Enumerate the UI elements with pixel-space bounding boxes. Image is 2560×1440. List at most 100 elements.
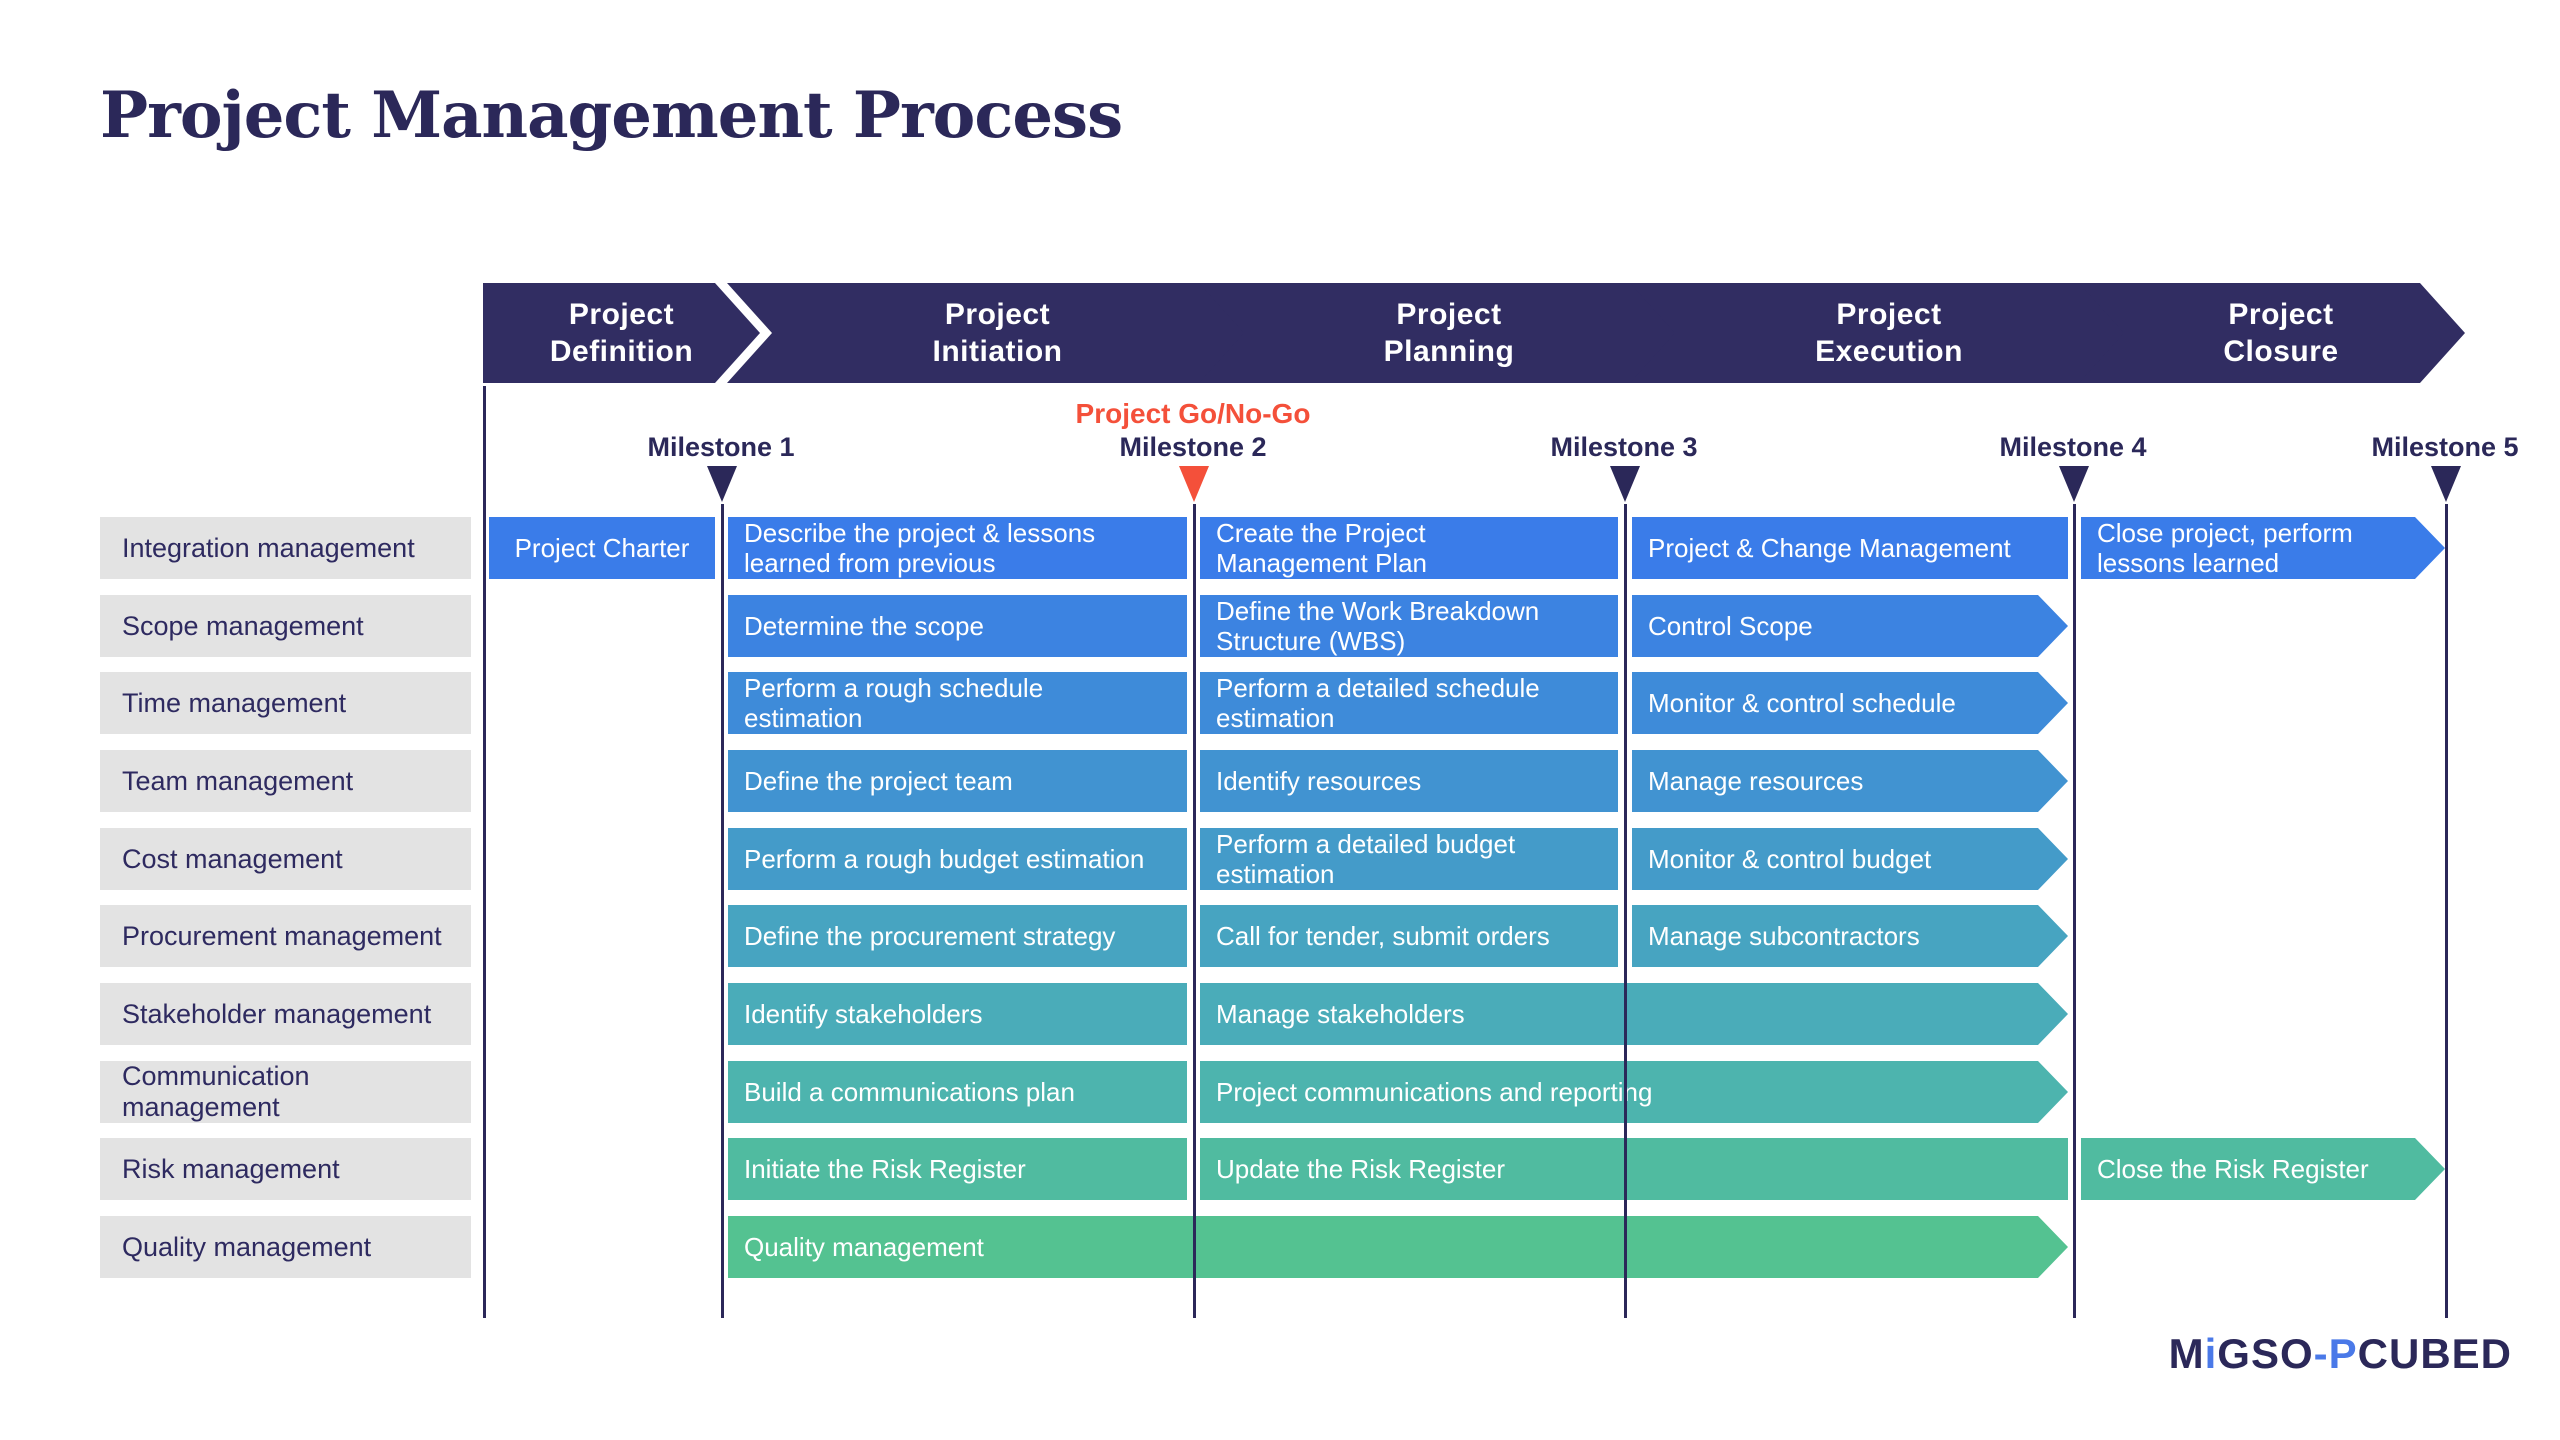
page-title: Project Management Process [100,78,1123,153]
task-bar-label: Determine the scope [744,611,984,641]
task-bar: Call for tender, submit orders [1200,905,1618,967]
milestone-line-4 [2073,504,2076,1318]
row-label-4: Cost management [100,828,471,890]
task-bar-label: Control Scope [1648,611,1813,641]
task-bar: Close project, perform lessons learned [2081,517,2445,579]
task-bar: Create the Project Management Plan [1200,517,1618,579]
task-bar: Define the Work Breakdown Structure (WBS… [1200,595,1618,657]
task-bar-label: Monitor & control schedule [1648,688,1956,718]
task-bar: Close the Risk Register [2081,1138,2445,1200]
task-bar: Update the Risk Register [1200,1138,2068,1200]
row-label-6: Stakeholder management [100,983,471,1045]
task-bar-label: Create the Project Management Plan [1216,518,1428,578]
task-bar-label: Project & Change Management [1648,533,2011,563]
milestone-marker-5 [2431,466,2461,502]
task-bar: Manage resources [1632,750,2068,812]
task-bar-label: Update the Risk Register [1216,1154,1506,1184]
task-bar-label: Manage resources [1648,766,1864,796]
task-bar-label: Quality management [744,1232,984,1262]
phase-start-line [483,386,486,1318]
task-bar: Identify resources [1200,750,1618,812]
milestone-label-4: Milestone 4 [1999,432,2147,462]
phase-label-line1: Project [2228,298,2334,331]
task-bar-label: Close project, perform lessons learned [2097,518,2353,578]
milestone-line-5 [2445,504,2448,1318]
task-bar-label: Define the project team [744,766,1013,796]
phase-label-line2: Initiation [932,335,1063,368]
row-label-0: Integration management [100,517,471,579]
task-bar-label: Manage stakeholders [1216,999,1465,1029]
phase-label-line1: Project [568,298,675,331]
task-bar-label: Manage subcontractors [1648,921,1920,951]
phase-label-line1: Project [944,298,1051,331]
task-bar: Identify stakeholders [728,983,1187,1045]
task-bar: Perform a detailed budget estimation [1200,828,1618,890]
task-bar-label: Close the Risk Register [2097,1154,2369,1184]
phase-label-line2: Closure [2223,335,2339,368]
phase-label-line2: Definition [549,335,694,368]
phase-label-line2: Planning [1383,335,1515,368]
row-label-7: Communication management [100,1061,471,1123]
milestone-line-2 [1193,504,1196,1318]
task-bar-label: Project Charter [514,533,690,563]
task-bar-label: Project communications and reporting [1216,1077,1653,1107]
phase-label-line1: Project [1396,298,1502,331]
milestone-marker-3 [1610,466,1640,502]
phase-label-line2: Execution [1815,335,1963,368]
milestone-marker-4 [2059,466,2089,502]
milestone-line-1 [721,504,724,1318]
milestone-line-3 [1624,504,1627,1318]
task-bar: Perform a detailed schedule estimation [1200,672,1618,734]
logo-part: -P [2313,1330,2358,1377]
task-bar: Quality management [728,1216,2068,1278]
task-bar-label: Monitor & control budget [1648,844,1932,874]
row-label-2: Time management [100,672,471,734]
row-label-8: Risk management [100,1138,471,1200]
gonogo-annotation: Project Go/No-Go [1075,398,1311,429]
logo-part: CUBED [2357,1330,2512,1377]
task-bar-label: Identify stakeholders [744,999,983,1029]
milestone-marker-2 [1179,466,1209,502]
migso-pcubed-logo: MiGSO-PCUBED [2169,1330,2512,1378]
row-label-5: Procurement management [100,905,471,967]
task-bar-label: Identify resources [1216,766,1422,796]
milestone-label-5: Milestone 5 [2371,432,2519,462]
task-bar: Project communications and reporting [1200,1061,2068,1123]
task-bar: Define the project team [728,750,1187,812]
milestone-marker-1 [707,466,737,502]
milestone-label-1: Milestone 1 [647,432,795,462]
task-bar-label: Define the Work Breakdown Structure (WBS… [1216,596,1540,656]
row-label-3: Team management [100,750,471,812]
task-bar-label: Build a communications plan [744,1077,1075,1107]
task-bar: Control Scope [1632,595,2068,657]
task-bar: Define the procurement strategy [728,905,1187,967]
task-bar-label: Perform a rough budget estimation [744,844,1145,874]
logo-part: GSO [2217,1330,2314,1377]
task-bar: Perform a rough schedule estimation [728,672,1187,734]
task-bar: Build a communications plan [728,1061,1187,1123]
phase-label-line1: Project [1836,298,1942,331]
task-bar: Project & Change Management [1632,517,2068,579]
task-bar-label: Initiate the Risk Register [744,1154,1026,1184]
task-bar-label: Perform a rough schedule estimation [744,673,1044,733]
task-bar: Manage stakeholders [1200,983,2068,1045]
task-bar-label: Perform a detailed budget estimation [1216,829,1516,889]
task-bar: Project Charter [489,517,715,579]
task-bar: Determine the scope [728,595,1187,657]
task-bar: Monitor & control budget [1632,828,2068,890]
row-label-1: Scope management [100,595,471,657]
row-label-9: Quality management [100,1216,471,1278]
task-bar-label: Perform a detailed schedule estimation [1216,673,1540,733]
task-bar: Manage subcontractors [1632,905,2068,967]
task-bar: Describe the project & lessons learned f… [728,517,1187,579]
task-bar-label: Describe the project & lessons learned f… [744,518,1096,578]
logo-part: M [2168,1330,2205,1377]
task-bar: Initiate the Risk Register [728,1138,1187,1200]
task-bar: Monitor & control schedule [1632,672,2068,734]
logo-part: i [2204,1330,2218,1377]
